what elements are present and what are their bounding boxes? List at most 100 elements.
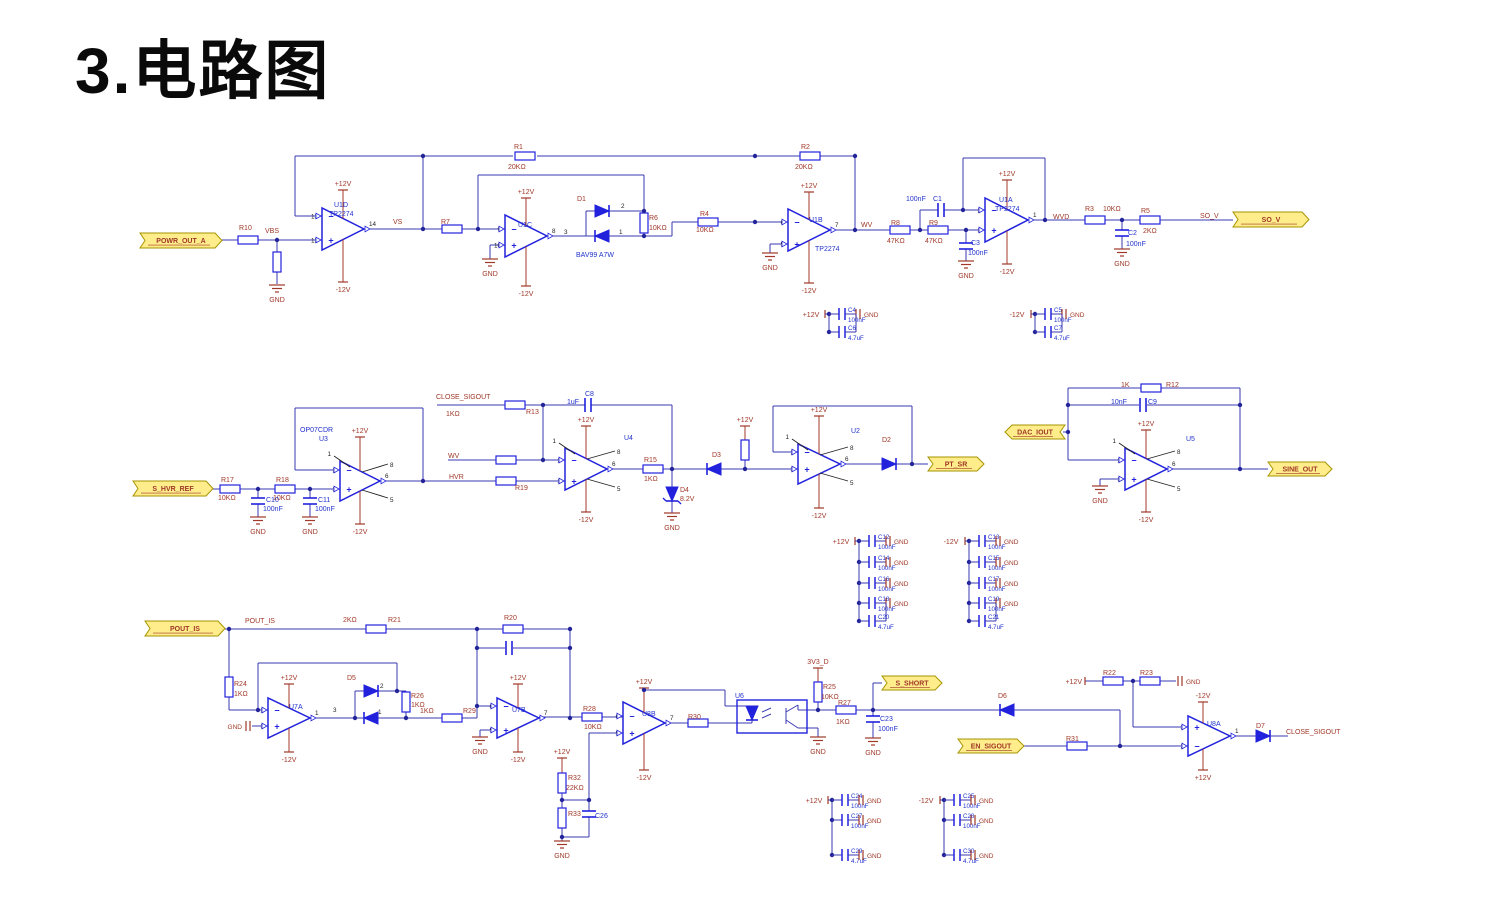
part-label: U6 bbox=[735, 693, 744, 700]
part-label: 100nF bbox=[878, 726, 898, 733]
part-label: TP2274 bbox=[995, 206, 1020, 213]
resistor bbox=[504, 400, 526, 410]
net-or-ref-label: R30 bbox=[688, 714, 701, 721]
part-label: U3 bbox=[319, 436, 328, 443]
part-label: BAV99 A7W bbox=[576, 252, 614, 259]
diode bbox=[362, 711, 379, 725]
gnd-label: GND bbox=[894, 581, 909, 588]
port-label: DAC_IOUT bbox=[1017, 430, 1054, 437]
junction-dot bbox=[540, 457, 546, 463]
port-POWR_OUT_A bbox=[139, 232, 223, 249]
junction-dot bbox=[226, 626, 232, 632]
power-label: +12V bbox=[999, 171, 1016, 178]
pin-stub bbox=[819, 446, 849, 456]
wire bbox=[785, 719, 799, 729]
gnd-label: GND bbox=[664, 525, 680, 532]
resistor bbox=[274, 484, 296, 494]
pin-arrow bbox=[490, 702, 497, 710]
cap-value: 100nF bbox=[878, 565, 896, 572]
net-or-ref-label: 47KΩ bbox=[887, 238, 905, 245]
pin-arrow bbox=[1181, 742, 1188, 750]
junction-dot bbox=[352, 715, 358, 721]
junction-dot bbox=[1237, 402, 1243, 408]
port-SINE_OUT bbox=[1267, 461, 1333, 477]
net-or-ref-label: 1KΩ bbox=[411, 702, 425, 709]
resistor bbox=[272, 251, 282, 273]
pin-arrow bbox=[616, 712, 623, 720]
cap-value: 4.7uF bbox=[988, 624, 1004, 631]
net-or-ref-label: CLOSE_SIGOUT bbox=[436, 394, 491, 401]
power-label: +12V bbox=[352, 428, 369, 435]
cap-value: 4.7uF bbox=[848, 335, 864, 342]
diode bbox=[998, 703, 1015, 717]
port-DAC_IOUT bbox=[1004, 424, 1066, 440]
pin-arrow bbox=[380, 477, 387, 485]
resistor bbox=[835, 705, 857, 715]
net-or-ref-label: R31 bbox=[1066, 736, 1079, 743]
net-or-ref-label: D6 bbox=[998, 693, 1007, 700]
diode bbox=[745, 705, 759, 722]
resistor bbox=[799, 151, 821, 161]
net-or-ref-label: 10KΩ bbox=[218, 495, 236, 502]
pin-arrow bbox=[1028, 216, 1035, 224]
opamp-sign: + bbox=[571, 477, 576, 487]
opamp-sign: − bbox=[511, 225, 516, 235]
junction-dot bbox=[1237, 466, 1243, 472]
pin-stub bbox=[361, 463, 389, 473]
pin-arrow bbox=[830, 226, 837, 234]
pin-stub bbox=[558, 442, 576, 455]
port-label: SINE_OUT bbox=[1282, 467, 1318, 474]
net-or-ref-label: POUT_IS bbox=[245, 618, 275, 625]
cap-value: 100nF bbox=[963, 803, 981, 810]
pin-number: 2 bbox=[621, 203, 625, 210]
pin-number: 7 bbox=[670, 715, 674, 722]
opamp-U8A bbox=[1187, 714, 1232, 758]
pin-number: 1 bbox=[1235, 728, 1239, 735]
junction-dot bbox=[852, 153, 858, 159]
resistor bbox=[642, 464, 664, 474]
power-label: -12V bbox=[336, 287, 351, 294]
pin-number: 13 bbox=[311, 214, 319, 221]
pin-arrow bbox=[315, 212, 322, 220]
net-or-ref-label: 2KΩ bbox=[1143, 228, 1157, 235]
gnd-label: GND bbox=[979, 818, 994, 825]
resistor bbox=[1066, 741, 1088, 751]
resistor bbox=[441, 713, 463, 723]
pin-arrow bbox=[781, 240, 788, 248]
opamp-sign: + bbox=[991, 226, 996, 236]
port-POUT_IS bbox=[144, 620, 226, 637]
pin-arrow bbox=[1181, 723, 1188, 731]
pin-number: 6 bbox=[1172, 461, 1176, 468]
cap-id: C29 bbox=[851, 848, 863, 855]
part-label: U2 bbox=[851, 428, 860, 435]
port-PT_SR bbox=[927, 456, 985, 472]
net-or-ref-label: 47KΩ bbox=[925, 238, 943, 245]
port-S_HVR_REF bbox=[132, 480, 214, 497]
cap-id: C17 bbox=[988, 576, 1000, 583]
opamp-sign: + bbox=[629, 729, 634, 739]
net-or-ref-label: 10KΩ bbox=[273, 495, 291, 502]
net-or-ref-label: R17 bbox=[221, 477, 234, 484]
pin-arrow bbox=[978, 226, 985, 234]
junction-dot bbox=[474, 645, 480, 651]
junction-dot bbox=[641, 687, 647, 693]
net-or-ref-label: R12 bbox=[1166, 382, 1179, 389]
gnd-label: GND bbox=[1186, 679, 1201, 686]
junction-dot bbox=[255, 486, 261, 492]
pin-arrow bbox=[558, 477, 565, 485]
net-or-ref-label: R7 bbox=[441, 219, 450, 226]
resistor bbox=[813, 681, 823, 703]
junction-dot bbox=[1130, 678, 1136, 684]
pin-number: 5 bbox=[390, 497, 394, 504]
gnd-label: GND bbox=[554, 853, 570, 860]
cap-value: 100nF bbox=[848, 317, 866, 324]
pin-number: 1 bbox=[785, 434, 789, 441]
net-or-ref-label: 1KΩ bbox=[234, 691, 248, 698]
cap-id: C7 bbox=[1054, 325, 1062, 332]
port-label: EN_SIGOUT bbox=[971, 744, 1012, 751]
junction-dot bbox=[559, 797, 565, 803]
pin-number: 1 bbox=[1112, 438, 1116, 445]
part-label: C10 bbox=[266, 497, 279, 504]
net-or-ref-label: CLOSE_SIGOUT bbox=[1286, 729, 1341, 736]
pin-arrow bbox=[978, 206, 985, 214]
